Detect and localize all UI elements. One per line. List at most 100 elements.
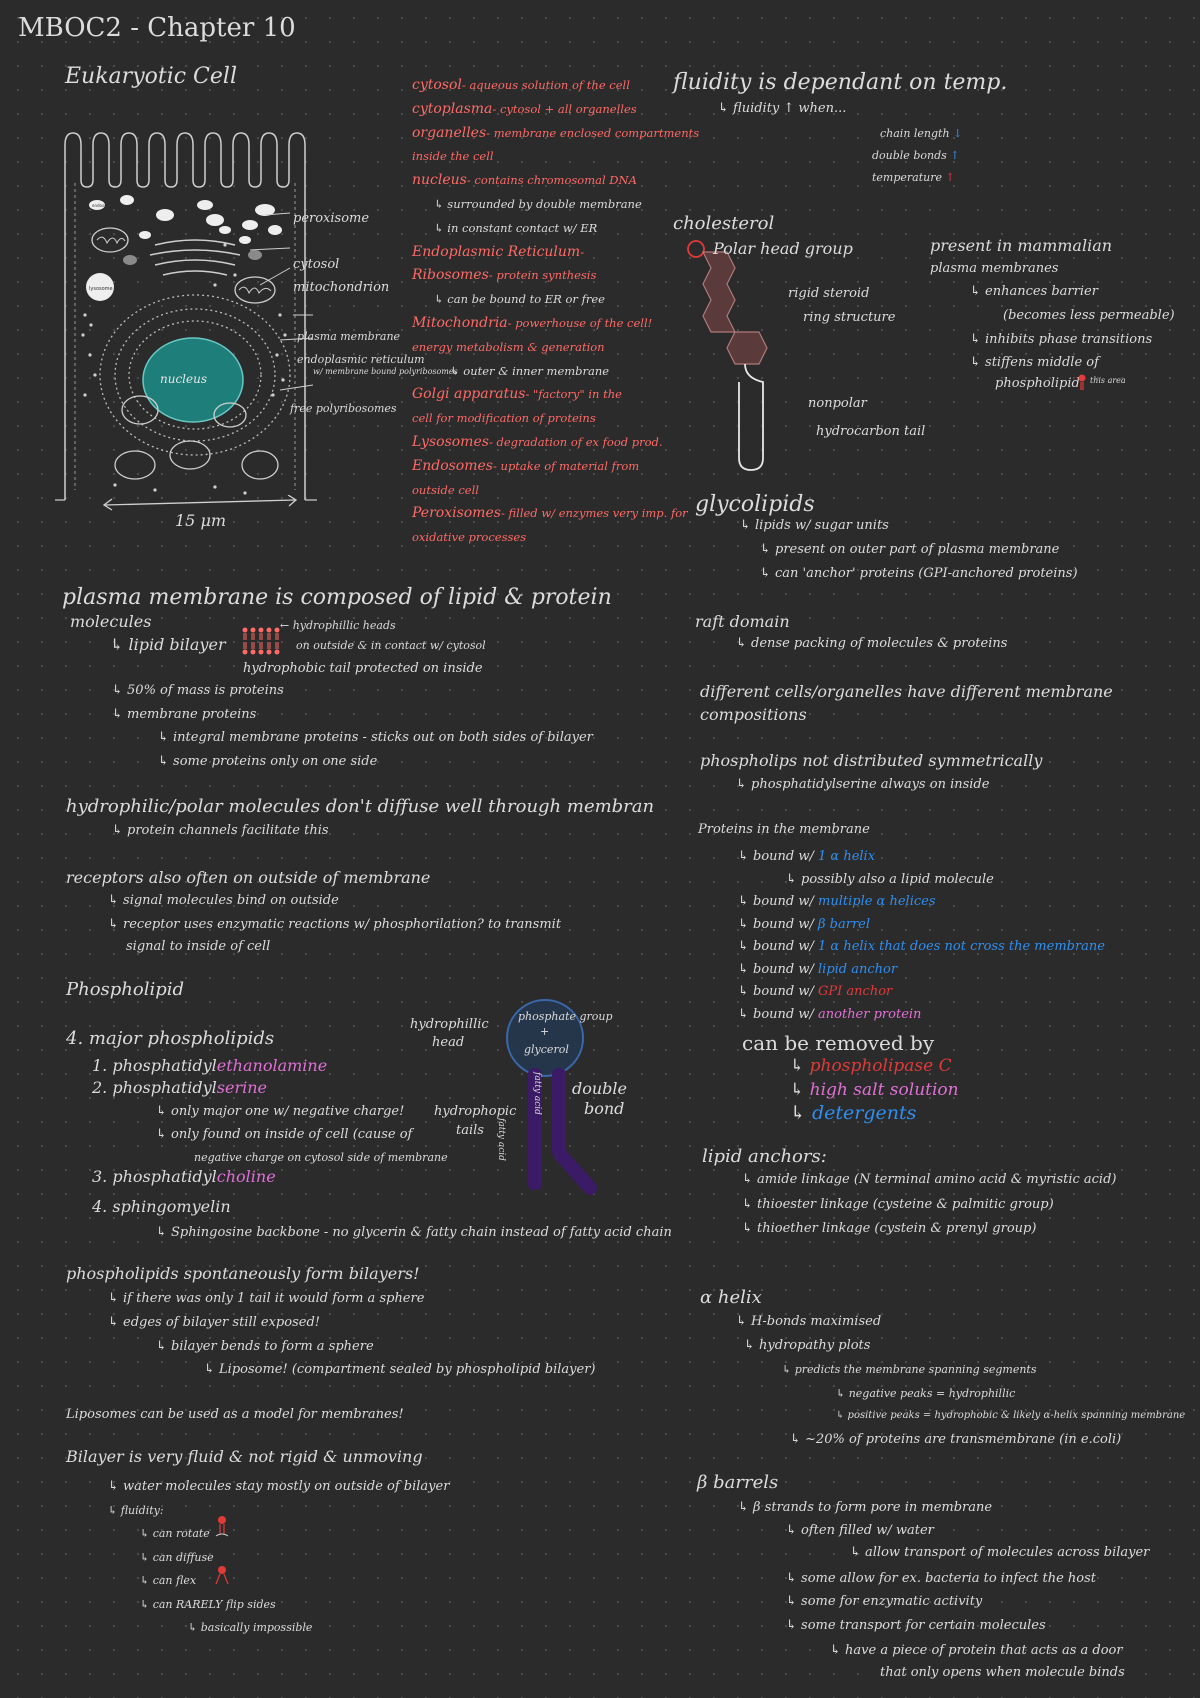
alpha-line-1: ↳ H-bonds maximised xyxy=(736,1314,882,1329)
beta-line-6: ↳ some transport for certain molecules xyxy=(786,1618,1046,1633)
protein-binding-prefix: ↳ bound w/ xyxy=(738,1006,819,1022)
hydrophilic-heading: hydrophilic/polar molecules don't diffus… xyxy=(66,796,655,817)
pm-hydrophobic-tail: hydrophobic tail protected on inside xyxy=(243,661,483,676)
receptors-line-2: ↳ receptor uses enzymatic reactions w/ p… xyxy=(108,917,562,932)
cell-heading: Eukaryotic Cell xyxy=(65,64,237,89)
protein-binding-row: ↳ bound w/ multiple α helices xyxy=(738,891,1105,914)
definition-row: ↳ in constant contact w/ ER xyxy=(412,217,662,241)
bilayer-line-4: ↳ can diffuse xyxy=(140,1551,214,1564)
pl-hydrophobic: hydrophopic xyxy=(434,1104,517,1119)
lysosome-label: lysosome xyxy=(89,286,113,292)
beta-line-1: ↳ β strands to form pore in membrane xyxy=(738,1500,993,1515)
protein-binding-row: ↳ possibly also a lipid molecule xyxy=(738,869,1105,892)
receptors-heading: receptors also often on outside of membr… xyxy=(66,868,431,887)
glyco-line-1: ↳ lipids w/ sugar units xyxy=(740,518,889,533)
proteins-heading: Proteins in the membrane xyxy=(698,822,870,837)
liposomes-note: Liposomes can be used as a model for mem… xyxy=(66,1407,404,1422)
major-item-4: 4. sphingomyelin xyxy=(92,1197,231,1216)
beta-line-3: ↳ allow transport of molecules across bi… xyxy=(850,1545,1150,1560)
protein-binding-prefix: ↳ bound w/ xyxy=(738,961,819,977)
serine-note-3: negative charge on cytosol side of membr… xyxy=(194,1151,448,1164)
label-free-polyribosomes: free polyribosomes xyxy=(290,402,397,415)
serine-note-2: ↳ only found on inside of cell (cause of xyxy=(156,1127,413,1142)
bilayer-line-6: ↳ can RARELY flip sides xyxy=(140,1598,276,1611)
definition-desc: ↳ can be bound to ER or free xyxy=(434,292,605,307)
beta-line-5: ↳ some for enzymatic activity xyxy=(786,1594,983,1609)
chol-note-5: ↳ inhibits phase transitions xyxy=(970,332,1153,347)
definition-row: cytoplasma- cytosol + all organelles xyxy=(412,98,662,122)
chol-note-8: this area xyxy=(1090,376,1126,385)
chol-marker-icon xyxy=(1078,374,1086,390)
definition-term: cytoplasma xyxy=(412,100,493,117)
pl-phosphate: phosphate group xyxy=(518,1010,613,1023)
glyco-line-3: ↳ can 'anchor' proteins (GPI-anchored pr… xyxy=(760,566,1078,581)
diff-heading-2: compositions xyxy=(700,705,807,724)
protein-binding-prefix: ↳ bound w/ xyxy=(738,916,819,932)
protein-binding-prefix: ↳ bound w/ xyxy=(738,894,819,909)
nucleus-label: nucleus xyxy=(160,372,207,386)
definition-row: oxidative processes xyxy=(412,526,662,550)
definition-term: Ribosomes xyxy=(412,267,489,284)
anchors-line-1: ↳ amide linkage (N terminal amino acid &… xyxy=(742,1172,1117,1187)
cholesterol-heading: cholesterol xyxy=(673,213,775,234)
diff-heading: different cells/organelles have differen… xyxy=(700,682,1113,701)
pm-membrane-proteins: ↳ membrane proteins xyxy=(112,707,257,722)
definition-term: Endosomes xyxy=(412,457,493,474)
definition-desc: - protein synthesis xyxy=(488,268,597,283)
definition-term: organelles xyxy=(412,124,487,141)
pl-hydrophilic: hydrophillic xyxy=(410,1017,489,1032)
pl-fatty-acid-2: fatty acid xyxy=(532,1072,542,1115)
pl-double: double xyxy=(572,1079,628,1098)
alpha-line-2: ↳ hydropathy plots xyxy=(744,1338,871,1353)
bilayers-line-2: ↳ edges of bilayer still exposed! xyxy=(108,1315,320,1330)
protein-binding-row: ↳ bound w/ another protein xyxy=(738,1004,1105,1027)
pl-tails: tails xyxy=(456,1123,484,1138)
removed-item-3: ↳ detergents xyxy=(790,1102,917,1124)
pm-lipid-bilayer: ↳ lipid bilayer xyxy=(110,635,226,654)
major-item-1: 1. phosphatidylethanolamine xyxy=(92,1056,328,1075)
chol-note-2: plasma membranes xyxy=(930,261,1059,276)
definition-desc: energy metabolism & generation xyxy=(412,339,605,354)
pm-hydrophilic-heads: ← hydrophillic heads xyxy=(280,619,396,632)
bilayers-heading: phospholipids spontaneously form bilayer… xyxy=(66,1264,420,1283)
definition-term: Golgi apparatus xyxy=(412,386,526,403)
protein-binding-row: ↳ bound w/ lipid anchor xyxy=(738,959,1105,982)
definition-desc: - xyxy=(580,244,585,259)
pm-heading: plasma membrane is composed of lipid & p… xyxy=(62,585,612,610)
bilayer-line-7: ↳ basically impossible xyxy=(188,1621,313,1634)
definition-row: cytosol- aqueous solution of the cell xyxy=(412,74,662,98)
hydrophilic-sub: ↳ protein channels facilitate this xyxy=(112,823,329,838)
definition-desc: - "factory" in the xyxy=(525,387,622,402)
chol-note-7: phospholipid xyxy=(995,376,1080,391)
pm-outside: on outside & in contact w/ cytosol xyxy=(296,639,486,652)
protein-binding-highlight: 1 α helix xyxy=(818,849,876,864)
chol-note-4: (becomes less permeable) xyxy=(1003,308,1175,323)
cholesterol-structure xyxy=(687,240,768,471)
definition-term: Lysosomes xyxy=(412,433,489,450)
protein-binding-highlight: lipid anchor xyxy=(818,961,898,977)
sphingo-note: ↳ Sphingosine backbone - no glycerin & f… xyxy=(156,1225,672,1240)
fluidity-item-3: temperature ↑ xyxy=(872,171,955,184)
definition-term: Endoplasmic Reticulum xyxy=(412,243,581,260)
definition-row: ↳ can be bound to ER or free xyxy=(412,288,662,312)
definition-row: cell for modification of proteins xyxy=(412,407,662,431)
protein-binding-prefix: ↳ possibly also a lipid molecule xyxy=(786,871,994,887)
raft-heading: raft domain xyxy=(695,612,790,631)
definition-row: Endoplasmic Reticulum- xyxy=(412,241,662,265)
chol-rigid: rigid steroid xyxy=(788,286,870,301)
definition-term: Mitochondria xyxy=(412,314,508,331)
chol-note-3: ↳ enhances barrier xyxy=(970,284,1098,299)
major-item-2: 2. phosphatidylserine xyxy=(92,1078,267,1097)
glyco-heading: glycolipids xyxy=(695,492,815,517)
pl-plus: + xyxy=(540,1025,550,1038)
definition-term: cytosol xyxy=(412,77,462,93)
definition-desc: cell for modification of proteins xyxy=(412,411,596,426)
protein-binding-highlight: multiple α helices xyxy=(818,894,936,909)
bilayers-line-3: ↳ bilayer bends to form a sphere xyxy=(156,1339,374,1354)
definition-row: ↳ outer & inner membrane xyxy=(412,360,662,384)
alpha-line-3: ↳ predicts the membrane spanning segment… xyxy=(782,1363,1037,1376)
major-item-3: 3. phosphatidylcholine xyxy=(92,1167,276,1186)
bilayer-line-2: ↳ fluidity: xyxy=(108,1504,164,1517)
definition-term: nucleus xyxy=(412,172,467,189)
protein-binding-highlight: 1 α helix that does not cross the membra… xyxy=(818,939,1105,954)
